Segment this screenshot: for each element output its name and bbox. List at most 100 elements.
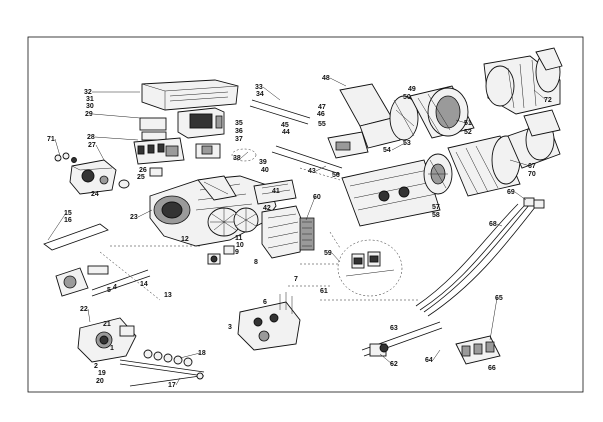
callout-41: 41	[272, 188, 280, 195]
callout-26: 26	[139, 167, 147, 174]
callout-45: 45	[281, 122, 289, 129]
callout-13: 13	[164, 292, 172, 299]
callout-24: 24	[91, 191, 99, 198]
air-damper	[197, 175, 237, 201]
callout-40: 40	[261, 167, 269, 174]
callout-5: 5	[107, 287, 111, 294]
callout-29: 29	[85, 111, 93, 118]
callout-37: 37	[235, 136, 243, 143]
leader-line-38	[240, 151, 249, 159]
callout-46: 46	[317, 111, 325, 118]
callout-36: 36	[235, 128, 243, 135]
ignition-transformer	[253, 179, 297, 205]
callout-8: 8	[254, 259, 258, 266]
nozzle-parts	[54, 152, 77, 163]
plug-connector	[149, 148, 257, 177]
callout-44: 44	[282, 129, 290, 136]
oil-valve-group	[361, 321, 501, 365]
callout-69: 69	[507, 189, 515, 196]
callout-42: 42	[263, 205, 271, 212]
callout-35: 35	[235, 120, 243, 127]
callout-43: 43	[308, 168, 316, 175]
callout-20: 20	[96, 378, 104, 385]
leader-line-62	[379, 353, 393, 365]
callout-62: 62	[390, 361, 398, 368]
leader-line-67	[509, 159, 531, 167]
callout-11: 11	[235, 235, 243, 242]
callout-6: 6	[263, 299, 267, 306]
callout-2: 2	[94, 363, 98, 370]
callout-25: 25	[137, 174, 145, 181]
callout-51: 51	[464, 120, 472, 127]
combustion-head-lower	[341, 159, 441, 227]
callout-59: 59	[324, 250, 332, 257]
flexible-hoses	[415, 197, 545, 317]
callout-18: 18	[198, 350, 206, 357]
leader-line-64	[432, 349, 441, 361]
callout-21: 21	[103, 321, 111, 328]
callout-54: 54	[383, 147, 391, 154]
callout-4: 4	[113, 284, 117, 291]
electrode-holder	[237, 292, 301, 351]
callout-32: 32	[84, 89, 92, 96]
callout-63: 63	[390, 325, 398, 332]
callout-50: 50	[403, 94, 411, 101]
callout-66: 66	[488, 365, 496, 372]
callout-14: 14	[140, 281, 148, 288]
callout-60: 60	[313, 194, 321, 201]
callout-55: 55	[318, 121, 326, 128]
callout-48: 48	[322, 75, 330, 82]
head-support	[327, 131, 369, 159]
blast-tube-upper	[339, 83, 475, 149]
callout-28: 28	[87, 134, 95, 141]
callout-65: 65	[495, 295, 503, 302]
leader-line-27	[95, 144, 105, 161]
callout-72: 72	[544, 97, 552, 104]
callout-9: 9	[235, 249, 239, 256]
callout-57: 57	[432, 204, 440, 211]
fan-wheel	[207, 207, 259, 237]
callout-30: 30	[86, 103, 94, 110]
oil-pump	[69, 159, 117, 195]
leader-line-23	[137, 209, 153, 218]
fuel-hose-left	[43, 223, 151, 297]
callout-39: 39	[259, 159, 267, 166]
leader-line-17	[175, 377, 181, 386]
control-unit	[177, 107, 225, 139]
leader-line-28	[94, 136, 139, 141]
callout-16: 16	[64, 217, 72, 224]
callout-70: 70	[528, 171, 536, 178]
callout-38: 38	[233, 155, 241, 162]
callout-64: 64	[425, 357, 433, 364]
callout-33: 33	[255, 84, 263, 91]
leader-line-18	[179, 352, 201, 359]
callout-68: 68	[489, 221, 497, 228]
callout-7: 7	[294, 276, 298, 283]
callout-27: 27	[88, 142, 96, 149]
callout-19: 19	[98, 370, 106, 377]
leader-line-51	[455, 119, 467, 124]
leader-line-71	[54, 138, 61, 157]
callout-34: 34	[256, 91, 264, 98]
leader-line-65	[489, 297, 498, 341]
filter-assembly	[55, 265, 109, 297]
leader-line-72	[533, 89, 547, 101]
solenoid-valve	[77, 317, 137, 363]
oil-line	[119, 349, 205, 377]
adjust-rods	[249, 99, 343, 175]
leader-line-68	[496, 223, 503, 227]
control-box-cover	[141, 79, 239, 111]
callout-61: 61	[320, 288, 328, 295]
callout-1: 1	[110, 345, 114, 352]
callout-10: 10	[236, 242, 244, 249]
assembly-guides	[99, 167, 420, 301]
diagram-border	[27, 36, 584, 393]
photocell	[207, 245, 235, 265]
callout-23: 23	[130, 214, 138, 221]
swirl-plate	[423, 153, 453, 195]
callout-53: 53	[403, 140, 411, 147]
motor	[261, 205, 315, 259]
callout-22: 22	[80, 306, 88, 313]
nozzle-line	[129, 372, 204, 387]
